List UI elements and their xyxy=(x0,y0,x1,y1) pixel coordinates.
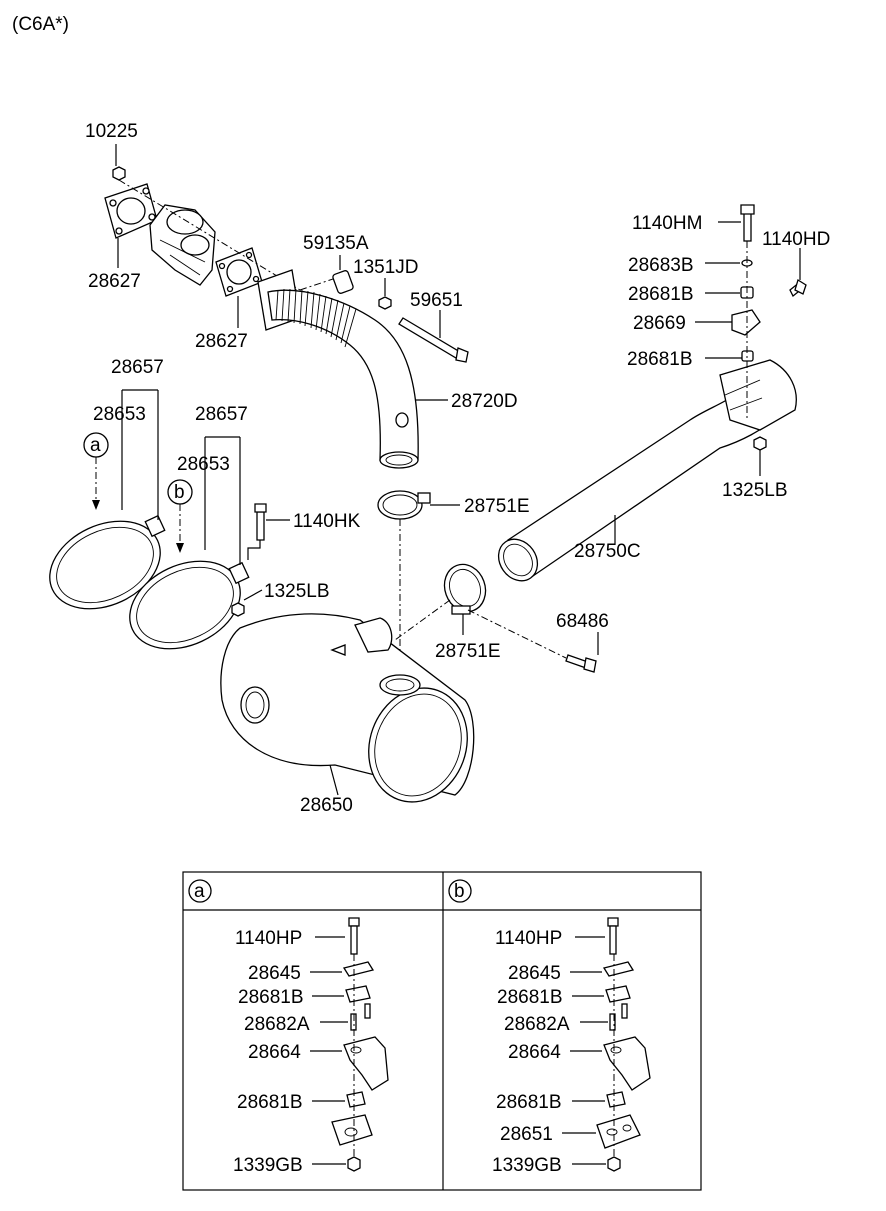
detail-marker-a[interactable] xyxy=(188,879,212,903)
clamp-assembly-a: a xyxy=(49,389,166,610)
detail-column-b: b 1140HP 28645 28681B 28682A 28664 28681… xyxy=(448,879,651,1176)
detail-b-28664: 28664 xyxy=(508,1042,561,1063)
exhaust-manifold-flange-group xyxy=(104,144,346,328)
callout-labels: 10225 28627 28627 59135A 1351JD 59651 28… xyxy=(85,121,830,816)
detail-b-1140HP: 1140HP xyxy=(495,928,562,949)
callout-28683B: 28683B xyxy=(628,255,694,276)
nut-1351JD-icon xyxy=(378,296,392,310)
callout-28627-right: 28627 xyxy=(195,331,248,352)
support-plate-b-icon xyxy=(596,1114,641,1149)
detail-a-28682A: 28682A xyxy=(244,1014,310,1035)
nut-10225-icon xyxy=(112,166,126,181)
detail-marker-a-label: a xyxy=(194,881,205,902)
detail-table-frame xyxy=(182,871,702,1191)
detail-a-1140HP: 1140HP xyxy=(235,928,302,949)
detail-a-28681B-bottom: 28681B xyxy=(237,1092,303,1113)
marker-b-label: b xyxy=(174,482,185,503)
callout-28681B-upper: 28681B xyxy=(628,284,694,305)
model-code: (C6A*) xyxy=(12,14,69,35)
detail-b-1339GB: 1339GB xyxy=(492,1155,562,1176)
detail-a-28645: 28645 xyxy=(248,963,301,984)
callout-28669: 28669 xyxy=(633,313,686,334)
callout-68486: 68486 xyxy=(556,611,609,632)
callout-28653-b: 28653 xyxy=(177,454,230,475)
spacer-59135A-icon xyxy=(332,270,354,294)
mount-hardware-upper xyxy=(332,255,469,363)
detail-marker-b-label: b xyxy=(454,881,465,902)
callout-1140HK: 1140HK xyxy=(293,511,361,532)
bracket-28669-icon xyxy=(731,309,761,336)
hanger-bracket-b-icon xyxy=(603,1036,651,1091)
muffler-28650 xyxy=(220,613,475,803)
callout-28627-left: 28627 xyxy=(88,271,141,292)
washer-plate-b-icon xyxy=(602,961,635,977)
detail-a-1339GB: 1339GB xyxy=(233,1155,303,1176)
callout-1351JD: 1351JD xyxy=(353,257,419,278)
detail-a-28681B-top: 28681B xyxy=(238,987,304,1008)
callout-28681B-lower: 28681B xyxy=(627,349,693,370)
clamp-assembly-b: b xyxy=(129,436,290,650)
ring-clamp-28751E-lower xyxy=(394,563,487,641)
callout-28751E-lower: 28751E xyxy=(435,641,501,662)
callout-10225: 10225 xyxy=(85,121,138,142)
detail-table: a 1140HP 28645 28681B 28682A 28664 28681… xyxy=(182,871,702,1191)
bolt-1140HM-icon xyxy=(743,212,752,242)
callout-28720D: 28720D xyxy=(451,391,518,412)
detail-column-a: a 1140HP 28645 28681B 28682A 28664 28681… xyxy=(188,879,389,1176)
bolt-68486 xyxy=(467,609,599,673)
callout-28751E-upper: 28751E xyxy=(464,496,530,517)
tail-pipe-hanger-stack xyxy=(695,204,807,476)
bushing-a-top-icon xyxy=(345,985,371,1003)
detail-marker-b[interactable] xyxy=(448,879,472,903)
detail-a-28664: 28664 xyxy=(248,1042,301,1063)
bolt-59651-icon xyxy=(398,317,461,359)
callout-59651: 59651 xyxy=(410,290,463,311)
nut-a-icon xyxy=(347,1156,361,1172)
detail-b-28645: 28645 xyxy=(508,963,561,984)
support-plate-a-icon xyxy=(331,1114,373,1146)
callout-28650: 28650 xyxy=(300,795,353,816)
bolt-1140HK-icon xyxy=(256,511,265,541)
tail-pipe-28750C xyxy=(497,359,797,582)
flex-pipe-28720D xyxy=(257,269,448,469)
ring-clamp-28751E-upper xyxy=(377,490,460,675)
marker-a-label: a xyxy=(90,435,101,456)
callout-28657-b: 28657 xyxy=(195,404,248,425)
nut-1325LB-b-icon xyxy=(753,436,767,451)
callout-1140HM: 1140HM xyxy=(632,213,702,234)
nut-b-icon xyxy=(607,1156,621,1172)
band-clamp-a-icon xyxy=(49,520,161,610)
callout-28653-a: 28653 xyxy=(93,404,146,425)
callout-28750C: 28750C xyxy=(574,541,641,562)
nut-1325LB-a-icon xyxy=(231,602,245,617)
callout-1140HD: 1140HD xyxy=(762,229,830,250)
washer-plate-a-icon xyxy=(342,961,375,977)
detail-b-28682A: 28682A xyxy=(504,1014,570,1035)
detail-b-28681B-top: 28681B xyxy=(497,987,563,1008)
detail-b-28651: 28651 xyxy=(500,1124,553,1145)
callout-1325LB-a: 1325LB xyxy=(264,581,330,602)
callout-59135A: 59135A xyxy=(303,233,369,254)
callout-1325LB-b: 1325LB xyxy=(722,480,788,501)
bushing-b-top-icon xyxy=(605,985,631,1003)
hanger-bracket-a-icon xyxy=(343,1036,389,1091)
detail-b-28681B-bottom: 28681B xyxy=(496,1092,562,1113)
callout-28657-a: 28657 xyxy=(111,357,164,378)
